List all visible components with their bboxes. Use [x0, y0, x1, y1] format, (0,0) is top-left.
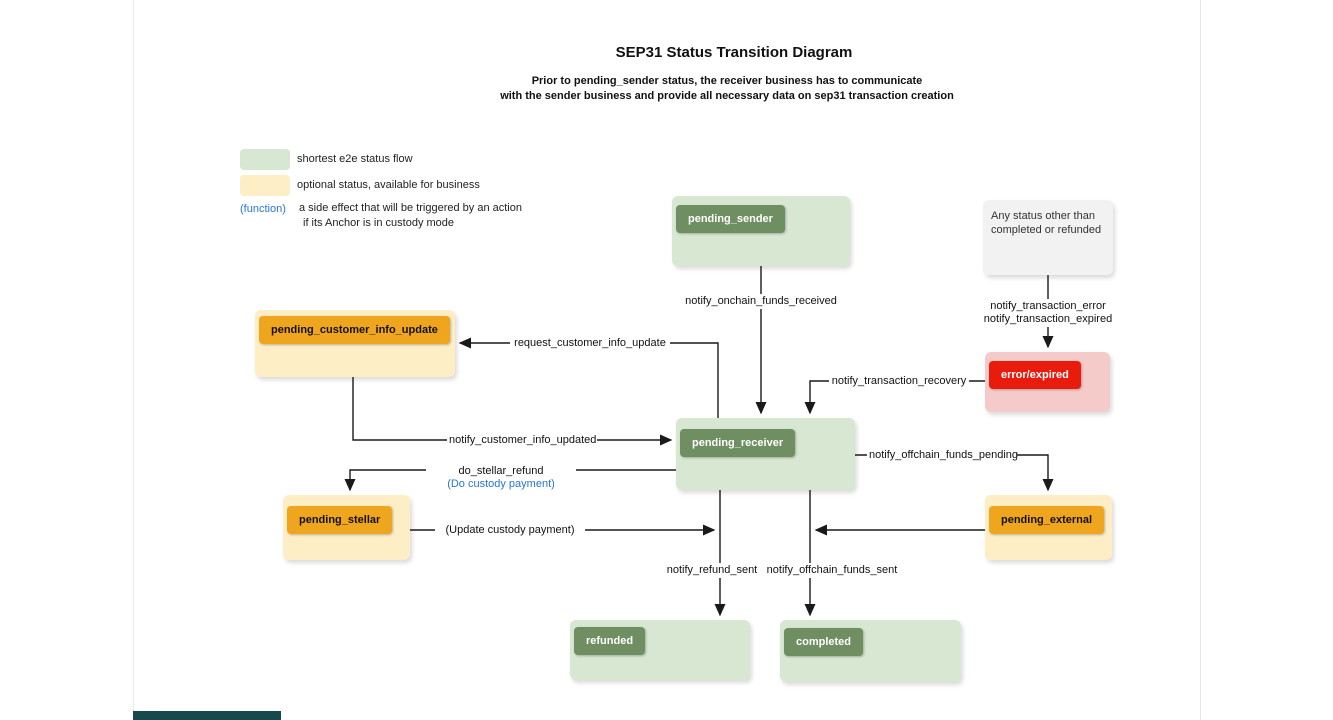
node-pending-stellar: pending_stellar	[283, 495, 410, 560]
legend-function-line-2: if its Anchor is in custody mode	[303, 217, 455, 229]
node-completed-label: completed	[784, 628, 864, 656]
node-any-status-line-2: completed or refunded	[991, 224, 1102, 236]
page-title: SEP31 Status Transition Diagram	[615, 44, 853, 61]
node-pending-customer-info-update: pending_customer_info_update	[255, 310, 455, 377]
partial-bottom-bar	[133, 711, 281, 720]
node-pending-external-label: pending_external	[989, 506, 1105, 534]
node-pending-receiver: pending_receiver	[676, 418, 855, 490]
edge-label-transaction-error: notify_transaction_error	[990, 300, 1106, 312]
legend-swatch-optional	[240, 175, 290, 196]
right-frame-line	[1200, 0, 1201, 720]
edge-label-offchain-funds-sent: notify_offchain_funds_sent	[762, 563, 902, 578]
legend-function-line-1: a side effect that will be triggered by …	[299, 202, 522, 214]
subtitle-line-1: Prior to pending_sender status, the rece…	[531, 75, 923, 87]
legend-function-token: (function)	[240, 203, 286, 215]
node-any-status-line-1: Any status other than	[991, 210, 1095, 222]
edge-label-onchain-funds-received: notify_onchain_funds_received	[670, 294, 852, 309]
node-any-status: Any status other than completed or refun…	[983, 200, 1113, 275]
node-pending-stellar-label: pending_stellar	[287, 506, 393, 534]
edge-label-offchain-funds-pending: notify_offchain_funds_pending	[867, 448, 1019, 463]
edge-label-do-stellar-refund: do_stellar_refund (Do custody payment)	[426, 464, 576, 492]
node-pending-receiver-label: pending_receiver	[680, 429, 796, 457]
edge-label-refund-sent: notify_refund_sent	[647, 563, 777, 578]
edge-customer-info-updated-line	[352, 377, 673, 446]
edge-label-customer-info-updated: notify_customer_info_updated	[447, 433, 597, 448]
node-error-expired-label: error/expired	[989, 361, 1081, 389]
node-pending-external: pending_external	[985, 495, 1112, 560]
diagram-subtitle: Prior to pending_sender status, the rece…	[427, 74, 1027, 104]
edge-label-transaction-error-expired: notify_transaction_error notify_transact…	[975, 299, 1121, 327]
edge-label-do-custody-payment: (Do custody payment)	[447, 478, 555, 490]
node-refunded-label: refunded	[574, 627, 646, 655]
node-pending-sender-label: pending_sender	[676, 205, 785, 233]
node-refunded: refunded	[570, 620, 750, 680]
edge-label-request-customer-info-update: request_customer_info_update	[510, 336, 670, 351]
legend-label-green: shortest e2e status flow	[297, 153, 413, 165]
edge-label-update-custody-payment: (Update custody payment)	[435, 523, 585, 538]
node-completed: completed	[780, 620, 961, 682]
node-pending-sender: pending_sender	[672, 196, 850, 266]
legend-label-optional: optional status, available for business	[297, 179, 480, 191]
edge-request-customer-info-update-line	[458, 337, 719, 418]
edge-label-transaction-recovery: notify_transaction_recovery	[829, 374, 969, 389]
left-frame-line	[133, 0, 134, 720]
edge-label-do-stellar-refund-text: do_stellar_refund	[458, 465, 544, 477]
subtitle-line-2: with the sender business and provide all…	[500, 90, 954, 102]
node-pending-customer-info-update-label: pending_customer_info_update	[259, 316, 450, 344]
edge-label-transaction-expired: notify_transaction_expired	[983, 313, 1113, 325]
legend-swatch-green	[240, 149, 290, 170]
node-error-expired: error/expired	[985, 352, 1110, 412]
